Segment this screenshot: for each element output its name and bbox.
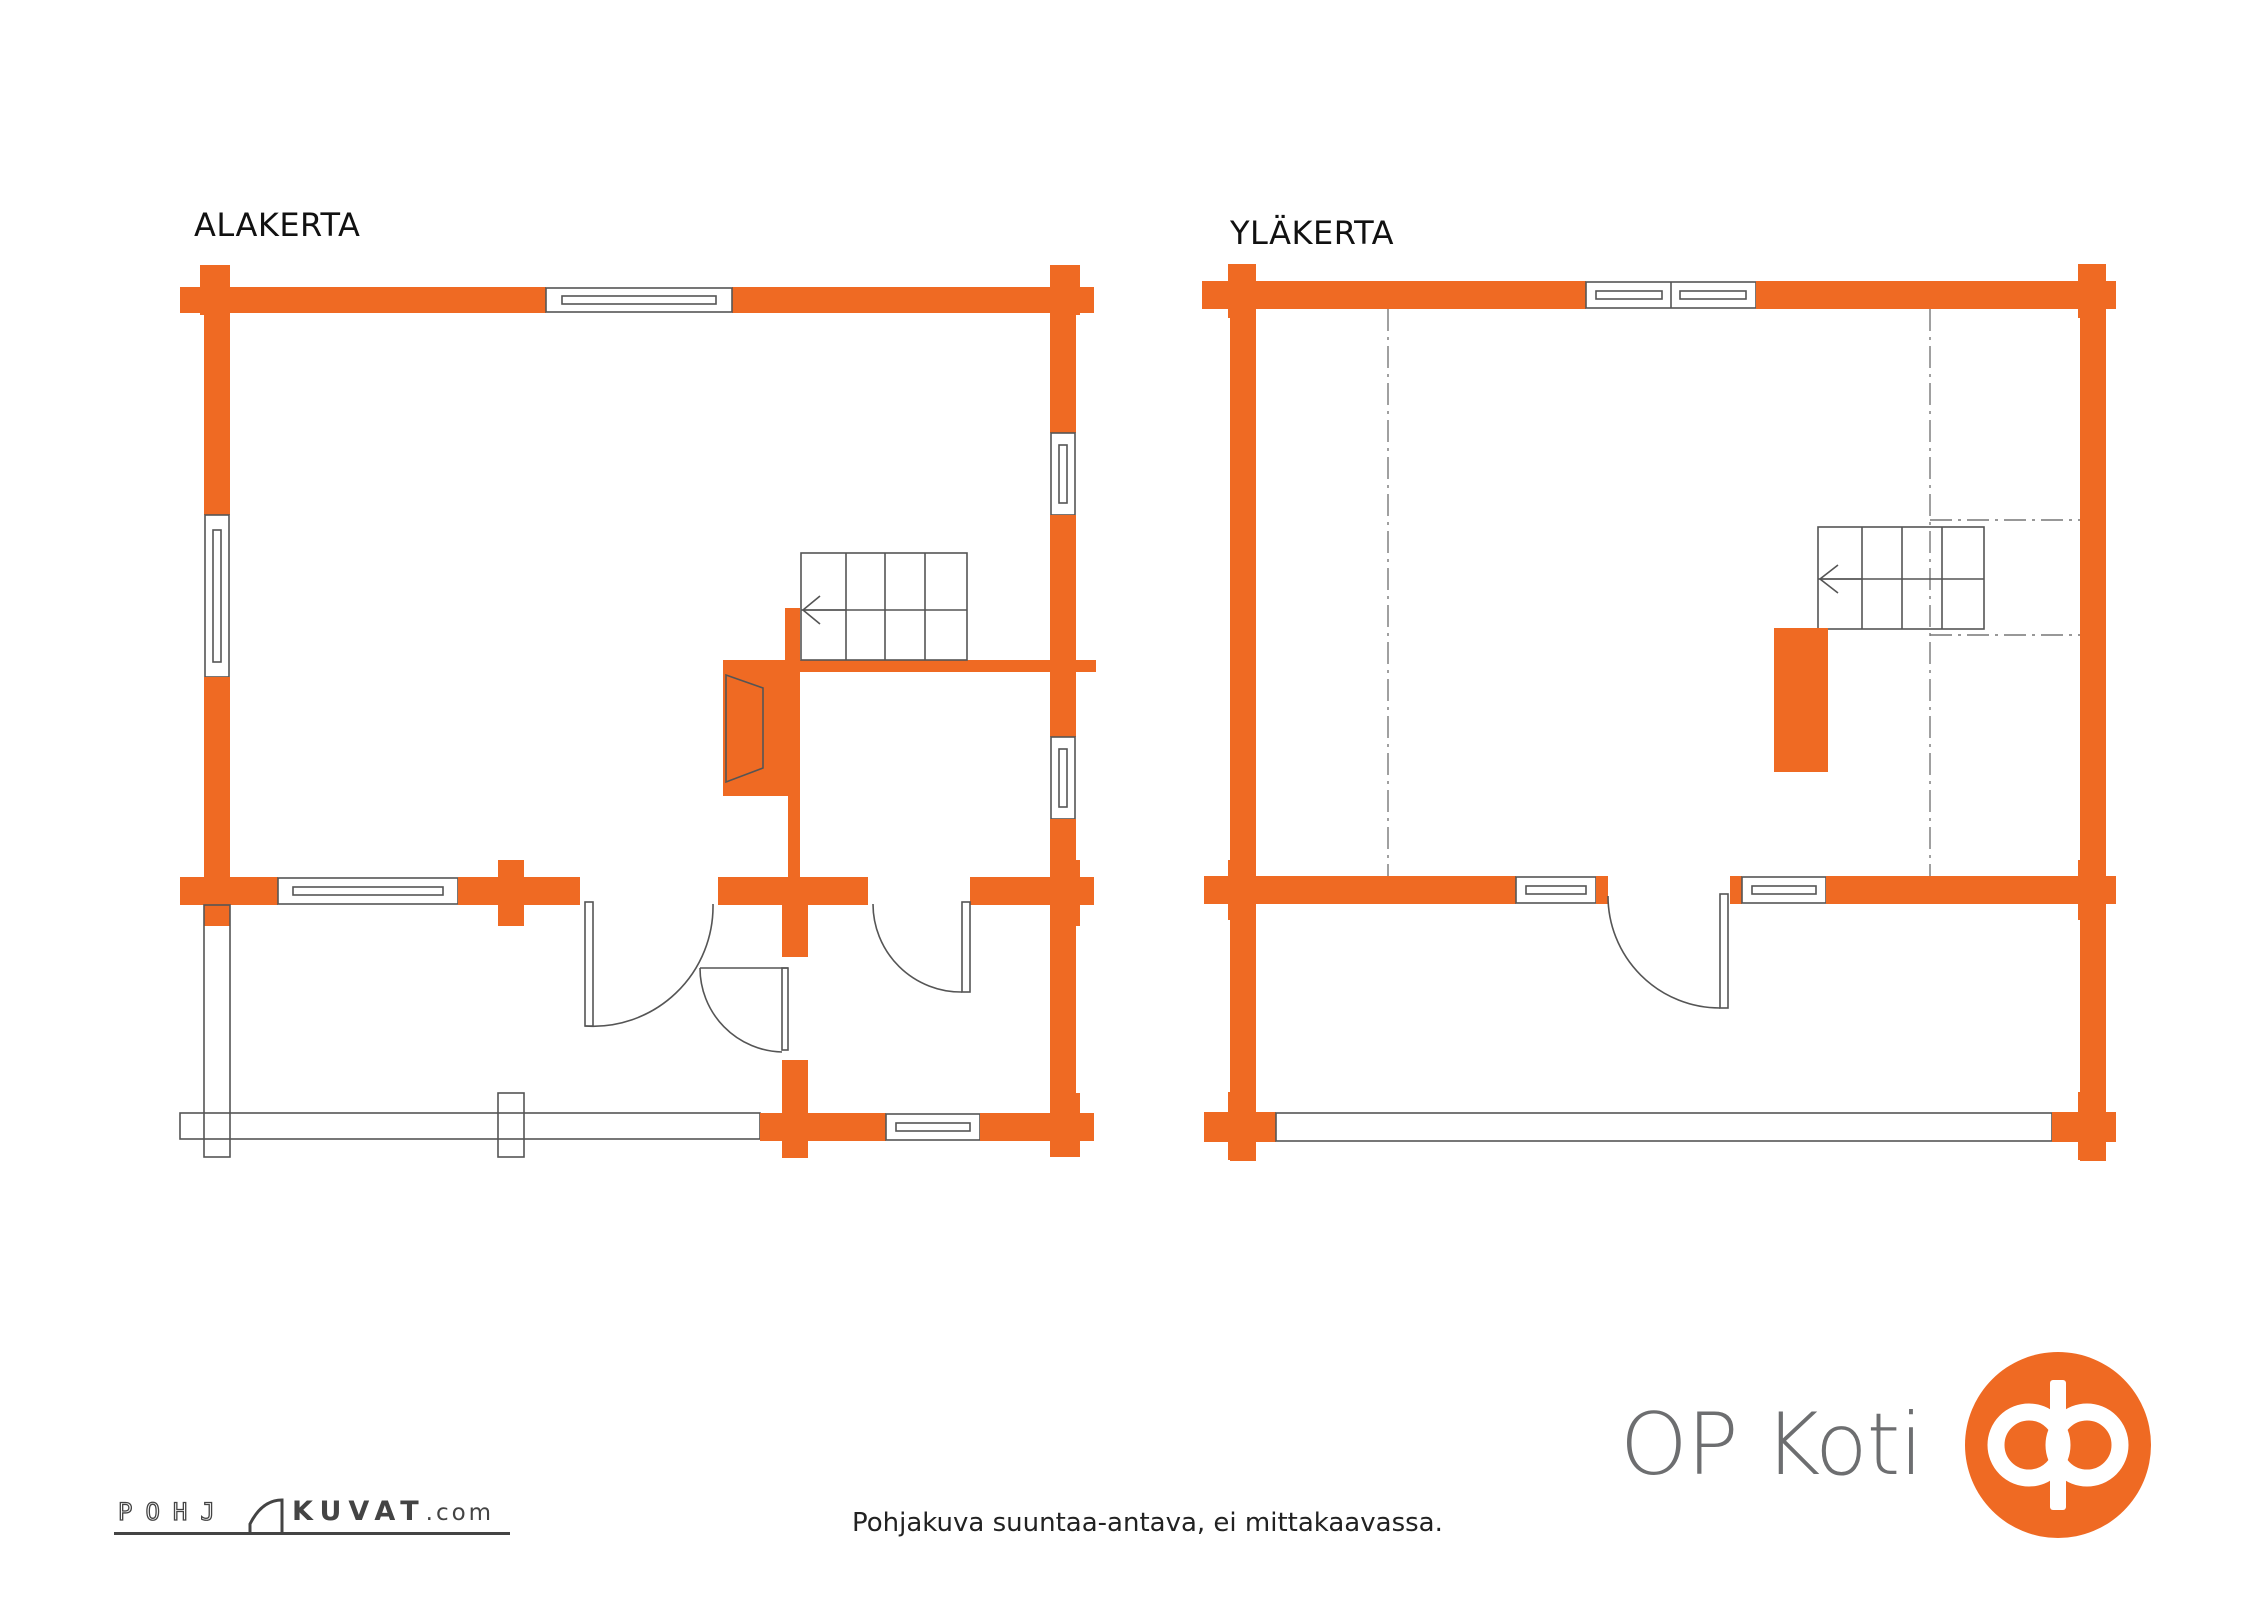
pohjakuvat-logo: POHJ KUVAT.com [114,1494,510,1542]
wall [1826,876,2116,904]
wall [1050,515,1076,737]
pohjakuvat-logo-right: KUVAT.com [292,1496,494,1527]
corner-post [1050,1093,1080,1157]
wall [1756,281,2116,309]
wall [1066,660,1096,672]
window [204,514,230,678]
wall [785,608,800,660]
window-pane [1058,748,1068,808]
window [1050,736,1076,820]
corner-post [2078,860,2106,920]
window-pane [1595,290,1663,300]
wall [1730,876,1742,904]
wall [782,905,808,957]
window-pane [1058,444,1068,504]
door-swing [1607,895,1721,1009]
corner-post [1228,860,1256,920]
stair [800,552,968,661]
window-pane [895,1122,971,1132]
window-pane [292,886,444,896]
corner-post [2078,1092,2106,1160]
wall [1596,876,1608,904]
brand-name: OP Koti [1620,1395,1923,1495]
op-logo-icon [1965,1352,2151,1538]
window [545,287,733,313]
wall [732,287,1094,313]
wall [718,877,868,905]
window [1741,876,1827,904]
stair [1817,526,1985,630]
window [885,1113,981,1141]
fireplace-opening [725,673,764,784]
wall [498,860,524,926]
wall [204,287,230,515]
wall [1050,287,1076,433]
floor-title-alakerta: ALAKERTA [194,206,361,244]
disclaimer-text: Pohjakuva suuntaa-antava, ei mittakaavas… [852,1508,1443,1538]
balcony-railing [1275,1112,2053,1142]
wall [1202,281,1586,309]
window-pane [1679,290,1747,300]
door [781,967,789,1051]
fireplace [723,660,791,796]
corner-post [1050,860,1080,926]
window [277,877,459,905]
plan-ylakerta [1202,264,2116,1161]
wall [760,1113,886,1141]
pohjakuvat-logo-underline [114,1532,510,1535]
plan-alakerta [179,265,1096,1158]
corner-post [782,1093,808,1157]
floor-title-ylakerta: YLÄKERTA [1230,214,1395,252]
wall [1230,281,1256,1161]
pohjakuvat-logo-word: KUVAT [292,1496,426,1527]
door [584,901,594,1027]
terrace-post [203,904,231,1158]
door-swing [872,903,963,993]
wall [180,287,546,313]
pohjakuvat-logo-suffix: .com [425,1500,495,1526]
door-swing [584,903,714,1028]
corner-post [204,860,230,926]
chimney [1774,628,1828,772]
pohjakuvat-logo-left: POHJ [117,1497,228,1526]
pohjakuvat-logo-arch-icon [248,1498,284,1534]
wall [790,660,1060,672]
door-swing [699,967,783,1053]
window-pane [1751,885,1817,895]
corner-post [1228,1092,1256,1160]
terrace-railing [179,1112,761,1140]
window-pane [561,295,717,305]
door [961,901,971,993]
window [1515,876,1597,904]
window-pane [212,529,222,663]
wall [2080,281,2106,1161]
window-pane [1525,885,1587,895]
terrace-post [497,1092,525,1158]
door [1719,893,1729,1009]
